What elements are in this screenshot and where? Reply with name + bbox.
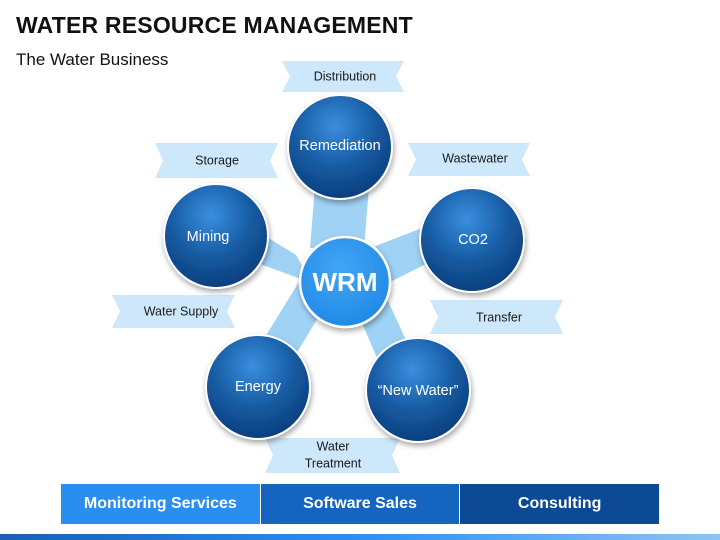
node-label-remediation: Remediation [299, 138, 380, 154]
node-energy: Energy [205, 334, 311, 440]
node-remediation: Remediation [287, 94, 393, 200]
tab-monitoring-services[interactable]: Monitoring Services [61, 484, 261, 524]
tab-label-monitoring-services: Monitoring Services [83, 495, 237, 512]
ribbon-label-storage: Storage [195, 153, 239, 167]
wrm-diagram: Distribution Storage Wastewater Water Su… [112, 61, 563, 473]
tab-consulting[interactable]: Consulting [460, 484, 660, 524]
center-node: WRM [298, 235, 392, 329]
category-tabs: Monitoring Services Software Sales Consu… [61, 484, 660, 524]
node-new-water: “New Water” [365, 337, 471, 443]
node-mining: Mining [163, 183, 269, 289]
ribbon-label-transfer: Transfer [476, 310, 522, 324]
tab-label-consulting: Consulting [517, 495, 602, 512]
node-label-energy: Energy [235, 379, 282, 395]
ribbon-water-supply: Water Supply [112, 295, 235, 328]
node-label-new-water: “New Water” [378, 383, 459, 399]
ribbon-label-water-treatment-2: Treatment [305, 456, 362, 470]
tab-label-software-sales: Software Sales [303, 495, 417, 512]
ribbon-label-water-treatment-1: Water [317, 439, 350, 453]
ribbon-storage: Storage [155, 143, 278, 178]
slide-subtitle: The Water Business [16, 50, 169, 69]
center-label: WRM [313, 267, 378, 297]
ribbon-label-wastewater: Wastewater [442, 151, 508, 165]
ribbon-label-water-supply: Water Supply [144, 304, 219, 318]
node-label-mining: Mining [187, 229, 230, 245]
tab-software-sales[interactable]: Software Sales [260, 484, 461, 524]
footer-bar [0, 534, 720, 540]
ribbon-label-distribution: Distribution [314, 69, 377, 83]
node-label-co2: CO2 [458, 232, 488, 248]
slide-title: WATER RESOURCE MANAGEMENT [16, 12, 413, 38]
ribbon-wastewater: Wastewater [408, 143, 530, 176]
ribbon-distribution: Distribution [282, 61, 404, 92]
node-co2: CO2 [419, 187, 525, 293]
ribbon-transfer: Transfer [430, 300, 563, 334]
ribbon-water-treatment: Water Treatment [265, 438, 400, 473]
